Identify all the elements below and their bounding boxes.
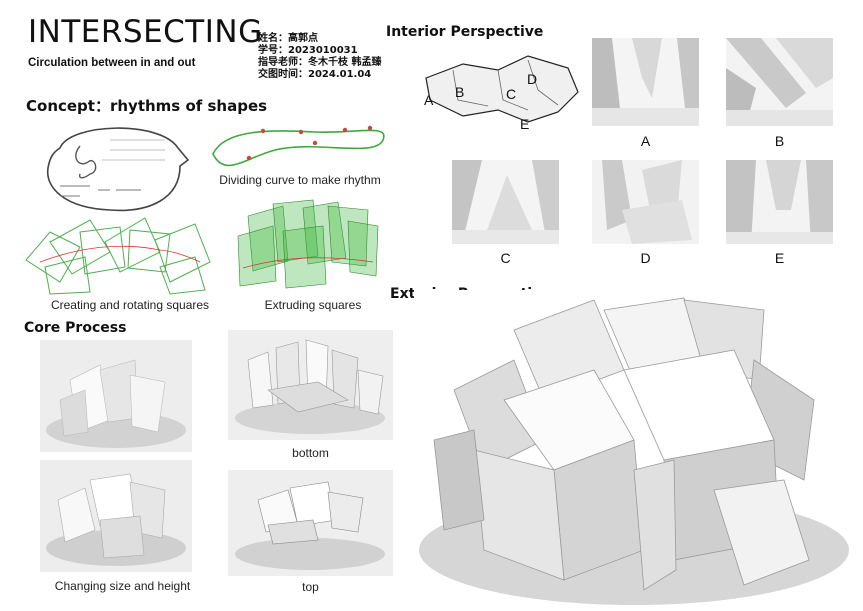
rotating-squares-diagram (25, 217, 211, 295)
core-model-bottom (228, 330, 393, 440)
interior-view-e (726, 160, 833, 244)
plan-label-e: E (520, 116, 530, 132)
info-student-id: 学号：2023010031 (258, 45, 358, 56)
info-name: 姓名：高郭点 (258, 33, 318, 44)
core-model-initial (40, 340, 192, 452)
core-process-heading: Core Process (24, 320, 127, 336)
plan-label-b: B (455, 84, 465, 100)
interior-view-d (592, 160, 699, 244)
page-subtitle: Circulation between in and out (28, 57, 196, 69)
info-date: 交图时间：2024.01.04 (258, 69, 372, 80)
concept-sketch (46, 127, 190, 212)
view-label-a: A (640, 133, 651, 149)
caption-top: top (302, 580, 319, 594)
interior-view-b (726, 38, 833, 126)
plan-label-a: A (424, 92, 434, 108)
caption-changing-size: Changing size and height (54, 579, 191, 593)
info-advisors: 指导老师：冬木千枝 韩孟臻 (258, 57, 382, 68)
exterior-perspective-render (414, 290, 854, 608)
view-label-b: B (774, 133, 785, 149)
caption-bottom: bottom (292, 446, 329, 460)
dividing-curve-diagram (212, 125, 385, 167)
plan-label-c: C (506, 86, 517, 102)
view-label-c: C (500, 250, 511, 266)
view-label-e: E (774, 250, 785, 266)
caption-dividing-curve: Dividing curve to make rhythm (219, 173, 381, 187)
caption-extruding-squares: Extruding squares (264, 298, 362, 312)
extruding-squares-diagram (237, 199, 379, 289)
core-model-changing (40, 460, 192, 572)
concept-heading: Concept：rhythms of shapes (26, 97, 268, 115)
core-model-top (228, 470, 393, 576)
interior-view-a (592, 38, 699, 126)
interior-plan-diagram (425, 55, 579, 123)
plan-label-d: D (527, 71, 538, 87)
interior-heading: Interior Perspective (386, 24, 544, 40)
interior-view-c (452, 160, 559, 244)
page-title: INTERSECTING (28, 14, 263, 50)
view-label-d: D (640, 250, 651, 266)
caption-rotating-squares: Creating and rotating squares (50, 298, 210, 312)
